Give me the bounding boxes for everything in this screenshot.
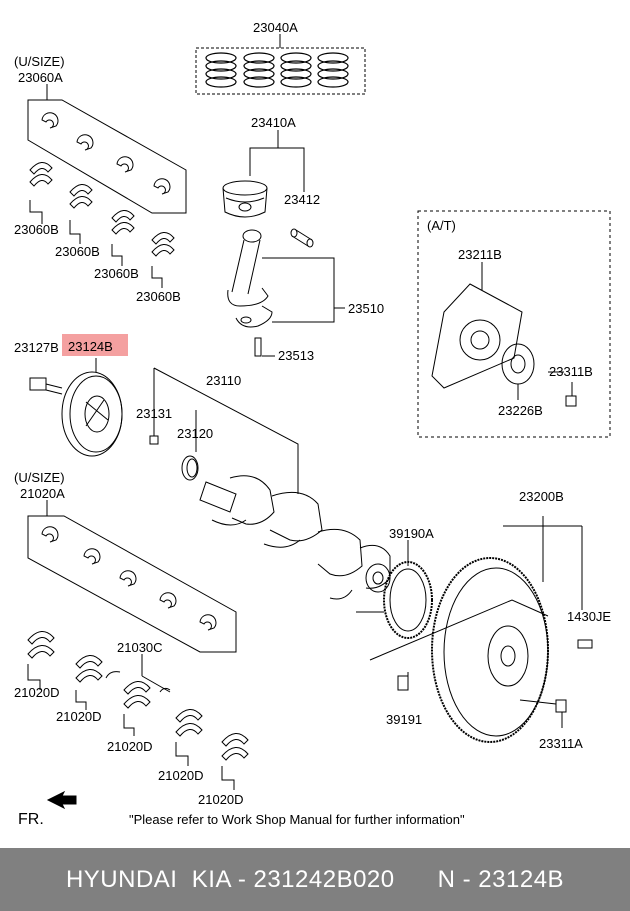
label-flywheel-bolt: 23311A [539, 736, 583, 751]
label-rod-bearing-set: 23060A [18, 70, 63, 85]
label-rod-bearing-4: 23060B [136, 289, 181, 304]
label-ring-gear-bolt: 39191 [386, 712, 422, 727]
label-ring-gear: 39190A [389, 526, 434, 541]
footer-part-number: HYUNDAI KIA - 231242B020 [65, 865, 395, 893]
label-rod-bolt: 23513 [278, 348, 314, 363]
label-main-bearing-4: 21020D [158, 768, 204, 783]
label-usize-top: (U/SIZE) [14, 54, 65, 69]
label-plate-bolt: 23311B [549, 364, 593, 379]
label-front: FR. [18, 811, 44, 828]
highlight-box [62, 334, 128, 356]
label-flywheel: 23200B [519, 489, 564, 504]
label-rod: 23510 [348, 301, 384, 316]
piston-drawing [222, 130, 314, 248]
label-rod-bearing-1: 23060B [14, 222, 59, 237]
label-main-bearing-2: 21020D [56, 709, 102, 724]
front-arrow-icon [46, 790, 77, 810]
label-crank-assy: 23110 [206, 373, 241, 388]
label-thrust-washer: 21030C [117, 640, 163, 655]
label-main-bearing-5: 21020D [198, 792, 244, 807]
label-main-bearing-3: 21020D [107, 739, 153, 754]
label-rings: 23040A [253, 20, 298, 35]
parts-diagram: 23040A 23410A 23412 23510 23513 (U/SIZE)… [14, 20, 611, 828]
label-pin: 23412 [284, 192, 320, 207]
main-bearing-set-drawing [27, 500, 249, 790]
label-key: 23131 [136, 406, 172, 421]
drive-plate-drawing [417, 210, 611, 438]
crankshaft-drawing [149, 367, 391, 600]
label-dowel: 1430JE [567, 609, 611, 624]
label-pulley: 23124B [68, 339, 113, 354]
connecting-rod-drawing [227, 229, 345, 357]
label-pulley-bolt: 23127B [14, 340, 59, 355]
workshop-note: "Please refer to Work Shop Manual for fu… [129, 812, 465, 827]
label-piston-assy: 23410A [251, 115, 296, 130]
label-usize-bottom: (U/SIZE) [14, 470, 65, 485]
label-adapter-plate: 23226B [498, 403, 543, 418]
label-at: (A/T) [427, 218, 456, 233]
footer-spacer [395, 866, 438, 894]
footer-bar: HYUNDAI KIA - 231242B020 N - 23124B [0, 848, 630, 911]
label-main-bearing-set: 21020A [20, 486, 65, 501]
label-main-bearing-1: 21020D [14, 685, 60, 700]
label-rod-bearing-2: 23060B [55, 244, 100, 259]
label-rod-bearing-3: 23060B [94, 266, 139, 281]
footer-reference: N - 23124B [437, 865, 565, 893]
label-sprocket: 23120 [177, 426, 213, 441]
pulley-drawing [29, 358, 123, 457]
label-drive-plate: 23211B [458, 247, 502, 262]
rod-bearing-set-drawing [27, 84, 187, 288]
piston-rings-drawing [195, 34, 366, 95]
flywheel-drawing [356, 516, 593, 743]
